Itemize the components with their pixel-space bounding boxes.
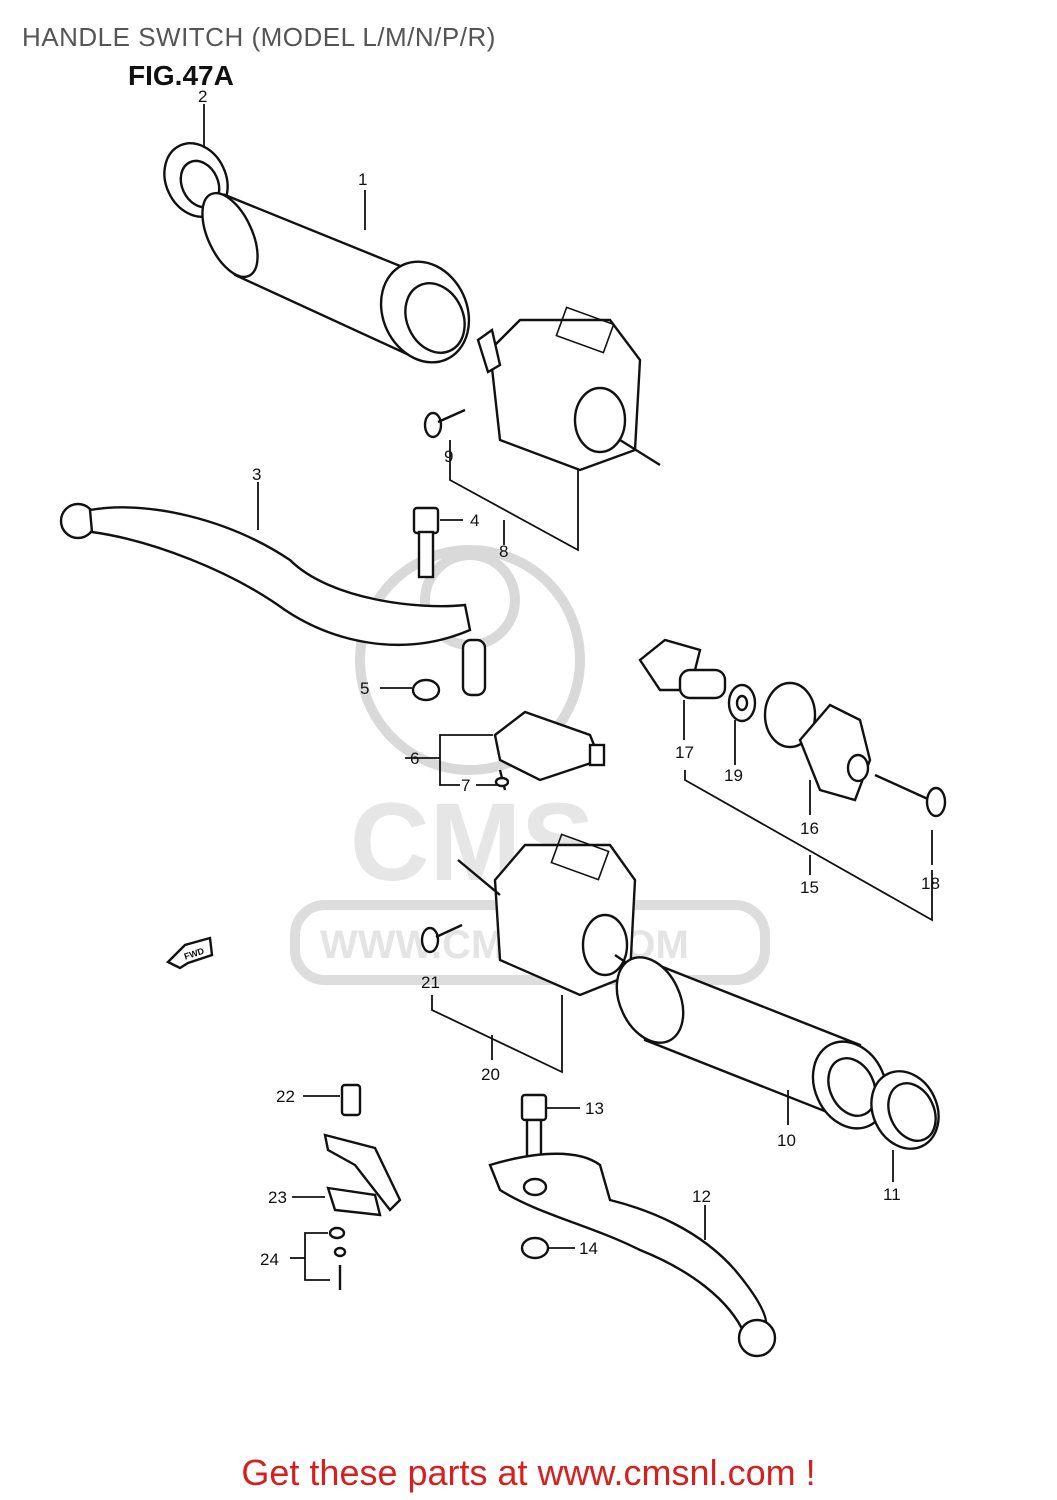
callout-15: 15: [800, 878, 819, 897]
callout-9: 9: [444, 447, 453, 466]
part-7-screw: [494, 769, 510, 791]
part-8-switch-housing: [476, 306, 661, 472]
part-1-grip: [201, 191, 471, 364]
part-3-lever: [59, 502, 487, 697]
part-12-lever: [488, 1152, 777, 1358]
callout-19: 19: [724, 766, 743, 785]
leader-lines: [203, 104, 933, 1281]
callout-18: 18: [921, 874, 940, 893]
callout-24: 24: [260, 1250, 279, 1269]
part-22-connector: [340, 1083, 362, 1117]
callout-8: 8: [499, 542, 508, 561]
callout-5: 5: [360, 679, 369, 698]
callout-6: 6: [410, 749, 419, 768]
callout-3: 3: [252, 465, 261, 484]
part-5-nut: [411, 678, 441, 702]
callout-4: 4: [470, 511, 479, 530]
part-4-bolt: [412, 506, 440, 579]
callout-22: 22: [276, 1087, 295, 1106]
callout-16: 16: [800, 819, 819, 838]
part-16-knob: [763, 681, 872, 802]
callout-2: 2: [198, 87, 207, 106]
callout-21: 21: [421, 973, 440, 992]
callout-10: 10: [777, 1131, 796, 1150]
callout-14: 14: [579, 1239, 598, 1258]
callout-13: 13: [585, 1099, 604, 1118]
part-20-switch-housing: [457, 833, 641, 997]
promo-footer-link[interactable]: Get these parts at www.cmsnl.com !: [241, 1452, 816, 1493]
callout-1: 1: [358, 170, 367, 189]
callout-7: 7: [461, 776, 470, 795]
figure-number: FIG.47A: [128, 60, 234, 91]
callout-20: 20: [481, 1065, 500, 1084]
part-6-switch: [493, 710, 606, 782]
part-13-bolt: [520, 1093, 548, 1167]
part-24-screw-set: [328, 1226, 347, 1290]
callout-23: 23: [268, 1188, 287, 1207]
part-17-housing: [638, 638, 727, 700]
part-11-end-cap: [870, 1070, 940, 1150]
callout-17: 17: [675, 743, 694, 762]
part-18-screw: [874, 773, 947, 818]
part-19-washer: [727, 683, 757, 723]
part-14-nut: [520, 1236, 550, 1260]
part-10-grip: [615, 956, 889, 1130]
callout-11: 11: [883, 1185, 901, 1204]
part-9-screw: [423, 408, 466, 439]
callout-12: 12: [692, 1187, 711, 1206]
part-23-bracket: [323, 1133, 402, 1217]
fwd-arrow-icon: FWD: [165, 936, 214, 970]
page-title: HANDLE SWITCH (MODEL L/M/N/P/R): [22, 22, 496, 52]
part-21-screw: [420, 923, 463, 954]
